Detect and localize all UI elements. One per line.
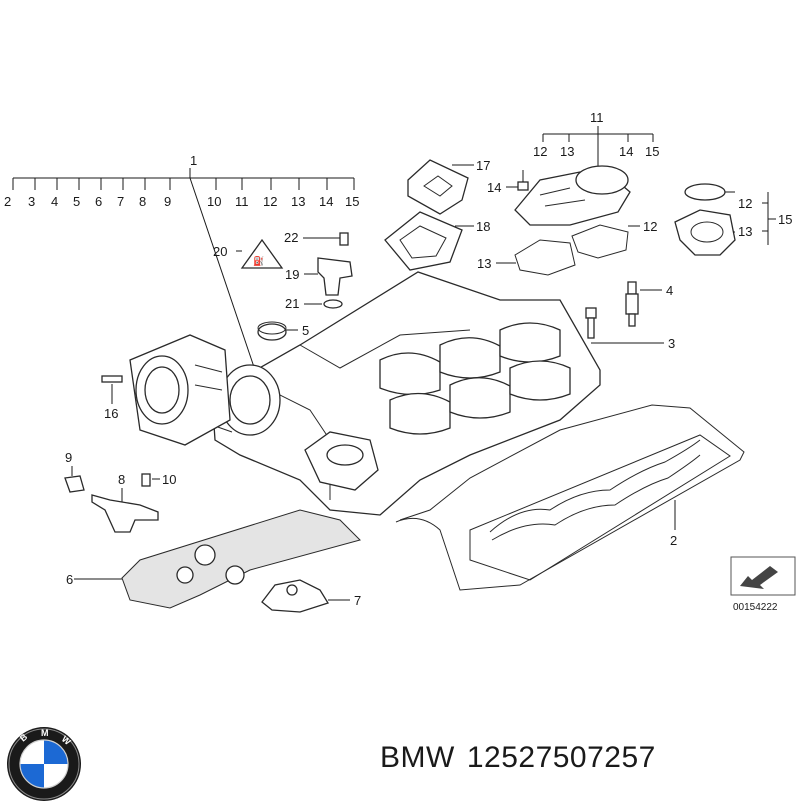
callout-1-sub-12: 12	[263, 194, 277, 209]
callout-4: 4	[666, 283, 673, 298]
callout-6: 6	[66, 572, 73, 587]
callout-1-sub-5: 5	[73, 194, 80, 209]
callout-14: 14	[487, 180, 501, 195]
callout-5: 5	[302, 323, 309, 338]
callout-11-sub-13: 13	[560, 144, 574, 159]
callout-8: 8	[118, 472, 125, 487]
callout-1-sub-6: 6	[95, 194, 102, 209]
part-5-cap: 5	[257, 321, 309, 341]
callout-1-sub-8: 8	[139, 194, 146, 209]
brand-name: BMW	[380, 741, 455, 774]
callout-1-sub-13: 13	[291, 194, 305, 209]
callout-1: 1	[190, 153, 197, 168]
callout-17: 17	[476, 158, 490, 173]
callout-11-sub-12: 12	[533, 144, 547, 159]
sensor-stack: 22 19 21	[284, 230, 353, 311]
image-code-box: 00154222	[730, 556, 796, 613]
part-6-sheet: 6	[66, 509, 361, 609]
callout-7: 7	[354, 593, 361, 608]
callout-group-1: 1 2 3 4 5 6 7 8 9 10 11 12 13 14 15	[4, 153, 359, 371]
callout-22: 22	[284, 230, 298, 245]
callout-11: 11	[590, 110, 604, 125]
callout-15: 15	[778, 212, 792, 227]
part-caption: BMW 12527507257	[380, 741, 668, 775]
part-2-gasket: 2	[395, 404, 745, 591]
callout-1-sub-11: 11	[235, 194, 249, 209]
callout-2: 2	[670, 533, 677, 548]
callout-3: 3	[668, 336, 675, 351]
cylinder-head-cover	[209, 271, 601, 516]
part-20-label: ⛽ 20	[213, 238, 284, 269]
callout-16: 16	[104, 406, 118, 421]
callout-1-sub-7: 7	[117, 194, 124, 209]
callout-12b: 12	[738, 196, 752, 211]
part-15-assembly: 12 13 15	[674, 183, 792, 256]
callout-13a: 13	[477, 256, 491, 271]
part-3-bolt: 3	[585, 307, 675, 351]
image-code: 00154222	[733, 602, 778, 613]
callout-20: 20	[213, 244, 227, 259]
callout-1-sub-10: 10	[207, 194, 221, 209]
callout-12a: 12	[643, 219, 657, 234]
callout-11-sub-15: 15	[645, 144, 659, 159]
callout-1-sub-4: 4	[51, 194, 58, 209]
callout-1-sub-9: 9	[164, 194, 171, 209]
callout-1-sub-3: 3	[28, 194, 35, 209]
callout-9: 9	[65, 450, 72, 465]
label-20-symbol: ⛽	[253, 255, 264, 266]
svg-text:M: M	[41, 728, 49, 738]
callout-13b: 13	[738, 224, 752, 239]
callout-21: 21	[285, 296, 299, 311]
part-7-shield: 7	[261, 579, 361, 613]
callout-1-sub-2: 2	[4, 194, 11, 209]
callout-18: 18	[476, 219, 490, 234]
part-16-flange: 16	[101, 334, 231, 446]
part-4: 4	[625, 281, 673, 327]
part-number: 12527507257	[466, 741, 656, 774]
bmw-logo-icon: B M W	[7, 727, 81, 801]
callout-group-11: 11 12 13 14 15	[533, 110, 659, 168]
callout-19: 19	[285, 267, 299, 282]
callout-1-sub-15: 15	[345, 194, 359, 209]
svg-text:B: B	[18, 731, 30, 743]
part-11-separator: 14 13 12	[477, 165, 657, 276]
callout-1-sub-14: 14	[319, 194, 333, 209]
callout-11-sub-14: 14	[619, 144, 633, 159]
callout-10: 10	[162, 472, 176, 487]
parts-17-18: 17 18	[384, 158, 490, 271]
parts-8-9-10: 9 8 10	[64, 450, 176, 533]
